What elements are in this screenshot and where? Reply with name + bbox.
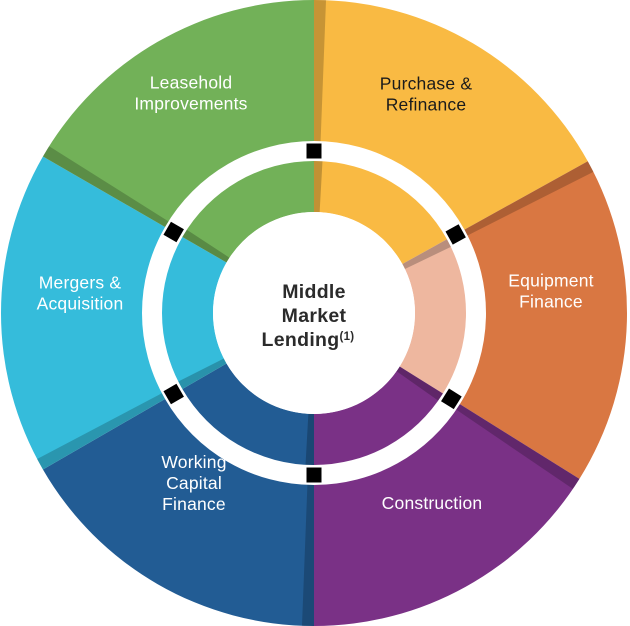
boundary-markers-group — [163, 143, 466, 483]
marker-lower-left — [163, 383, 184, 405]
outer-segment-construction[interactable] — [314, 404, 580, 626]
segment-label-purchase-refinance: Refinance — [386, 95, 467, 115]
center-label-line1: Middle — [282, 281, 346, 303]
segment-edge-shadow — [402, 239, 451, 270]
center-label-group: Middle Market Lending(1) — [262, 281, 355, 351]
center-label-line3: Lending(1) — [262, 329, 355, 351]
center-disc — [213, 212, 415, 414]
segment-edge-shadow — [301, 484, 314, 626]
center-label-line2: Market — [282, 305, 347, 327]
outer-segment-purchase-refinance[interactable] — [314, 0, 588, 230]
segment-label-construction: Construction — [382, 493, 483, 513]
inner-ring-group — [162, 161, 466, 465]
marker-lower-right — [441, 388, 462, 410]
marker-bottom — [306, 467, 322, 483]
segment-label-leasehold-improvements: Leasehold — [150, 73, 233, 93]
segment-edge-shadow — [314, 161, 323, 213]
inner-segment-leasehold-improvements[interactable] — [182, 161, 314, 263]
segment-label-mergers-acquisition: Acquisition — [37, 294, 124, 314]
segment-edge-shadow — [464, 161, 594, 236]
outer-segment-equipment-finance[interactable] — [459, 161, 627, 479]
outer-segment-mergers-acquisition[interactable] — [0, 156, 166, 470]
inner-segment-construction[interactable] — [314, 366, 443, 465]
segment-label-equipment-finance: Equipment — [508, 271, 593, 291]
segment-label-equipment-finance: Finance — [519, 292, 583, 312]
outer-segment-leasehold-improvements[interactable] — [42, 0, 314, 227]
segment-label-leasehold-improvements: Improvements — [134, 94, 247, 114]
inner-segment-purchase-refinance[interactable] — [314, 161, 447, 265]
marker-top — [306, 143, 322, 159]
inner-segment-equipment-finance[interactable] — [399, 239, 466, 394]
segment-edge-shadow — [178, 358, 227, 389]
segment-label-working-capital-finance: Working — [161, 452, 226, 472]
segment-edge-shadow — [314, 0, 327, 142]
segment-edge-shadow — [396, 366, 443, 401]
inner-segment-working-capital-finance[interactable] — [182, 363, 314, 466]
center-label-footnote: (1) — [339, 331, 354, 343]
segment-label-working-capital-finance: Capital — [166, 473, 222, 493]
segment-label-purchase-refinance: Purchase & — [380, 74, 473, 94]
center-label-line3-text: Lending — [262, 329, 340, 351]
marker-upper-left — [163, 221, 184, 243]
inner-segment-mergers-acquisition[interactable] — [162, 237, 227, 389]
segment-label-mergers-acquisition: Mergers & — [39, 273, 122, 293]
segment-edge-shadow — [305, 413, 314, 465]
marker-upper-right — [445, 224, 466, 245]
segment-edge-shadow — [456, 404, 580, 489]
segment-labels-group: Purchase &RefinanceEquipmentFinanceConst… — [37, 73, 594, 515]
segment-edge-shadow — [37, 393, 166, 470]
segment-label-working-capital-finance: Finance — [162, 494, 226, 514]
segment-edge-shadow — [42, 146, 169, 227]
segment-edge-shadow — [182, 229, 230, 263]
outer-segment-working-capital-finance[interactable] — [42, 399, 314, 626]
